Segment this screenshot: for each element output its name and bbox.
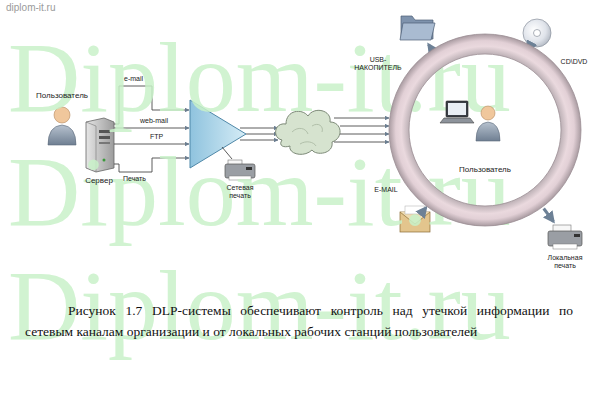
node-label: CD\DVD [561, 58, 588, 66]
watermark: Diplom-it.ru [8, 28, 511, 128]
channel-label: Печать [123, 175, 146, 183]
node-label: Сервер [85, 176, 113, 185]
server-node: Сервер [84, 116, 114, 172]
channel-label: FTP [150, 133, 163, 141]
email-node: E-MAIL [398, 210, 432, 234]
node-label: E-MAIL [374, 186, 397, 194]
wan-lines [240, 128, 278, 140]
usb-node: USB- НАКОПИТЕЛЬ [400, 12, 434, 42]
channel-label: e-mail [124, 75, 143, 83]
leak-arrow [544, 208, 554, 221]
ring-band [389, 34, 581, 226]
node-label: Пользователь [459, 165, 511, 174]
network-printer-node: Сетевая печать [224, 158, 256, 182]
node-label: USB- НАКОПИТЕЛЬ [354, 56, 401, 72]
local-printer-node: Локальная печать [546, 224, 584, 250]
workstation-ring: Пользователь [388, 33, 582, 227]
node-label: Локальная печать [548, 254, 583, 270]
printer-icon [548, 225, 582, 249]
node-label: Пользователь [36, 91, 88, 100]
channel-label: web-mail [140, 117, 168, 125]
site-mark: diplom-it.ru [6, 2, 55, 13]
node-label: Сетевая печать [226, 184, 253, 200]
laptop-icon [440, 101, 474, 123]
workstation-ring-outline [388, 33, 582, 227]
user-node: Пользователь [46, 104, 78, 146]
cd-icon [523, 19, 551, 47]
figure-caption: Рисунок 1.7 DLP-системы обеспечивают кон… [25, 300, 573, 342]
user-icon [476, 106, 500, 141]
